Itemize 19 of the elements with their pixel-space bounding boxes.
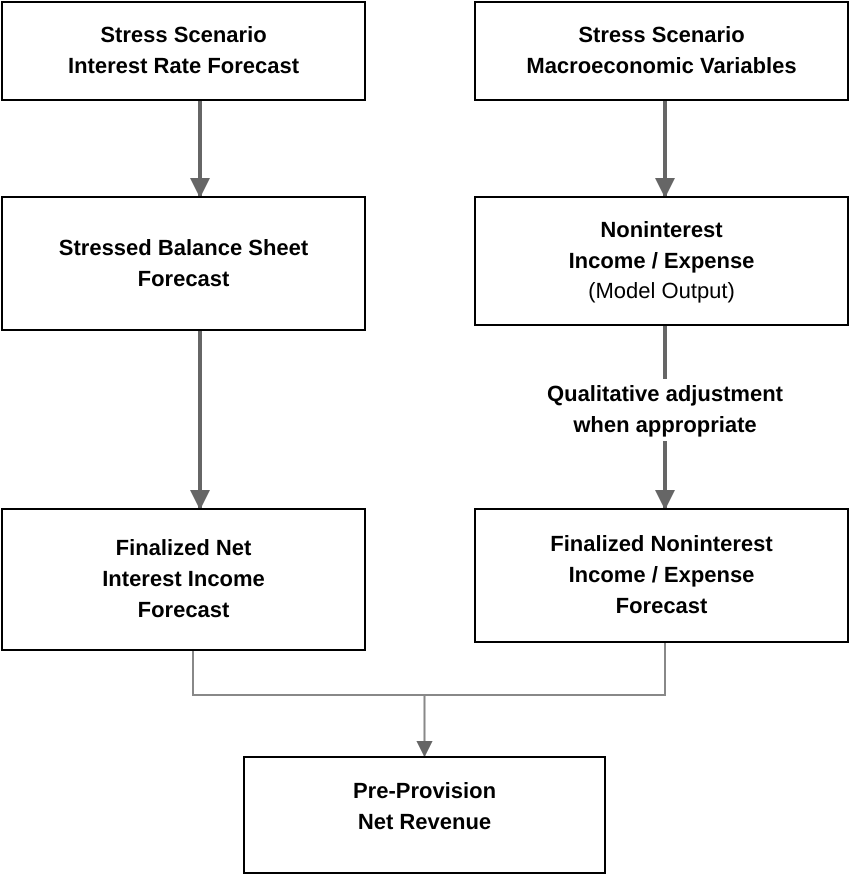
- process-box: [1, 508, 366, 651]
- process-box: [243, 756, 606, 874]
- arrow: [416, 643, 666, 757]
- node-label: Stress Scenario Interest Rate Forecast: [66, 21, 300, 80]
- process-box: [1, 196, 366, 331]
- node-label: Finalized Noninterest Income / Expense Forecast: [549, 530, 774, 620]
- process-box: [474, 508, 849, 643]
- process-box: [474, 1, 849, 101]
- node-label: Finalized Net Interest Income Forecast: [101, 534, 266, 624]
- arrow: [190, 331, 210, 510]
- arrow: [655, 101, 675, 198]
- arrow: [190, 101, 210, 198]
- node-label: Stressed Balance Sheet Forecast: [58, 234, 310, 292]
- node-label: Noninterest Income / Expense: [568, 216, 756, 275]
- node-subtitle: (Model Output): [588, 277, 735, 306]
- node-label: Pre-Provision Net Revenue: [352, 777, 498, 836]
- node-label: Stress Scenario Macroeconomic Variables: [525, 21, 798, 80]
- process-box: [474, 196, 849, 326]
- process-box: [1, 1, 366, 101]
